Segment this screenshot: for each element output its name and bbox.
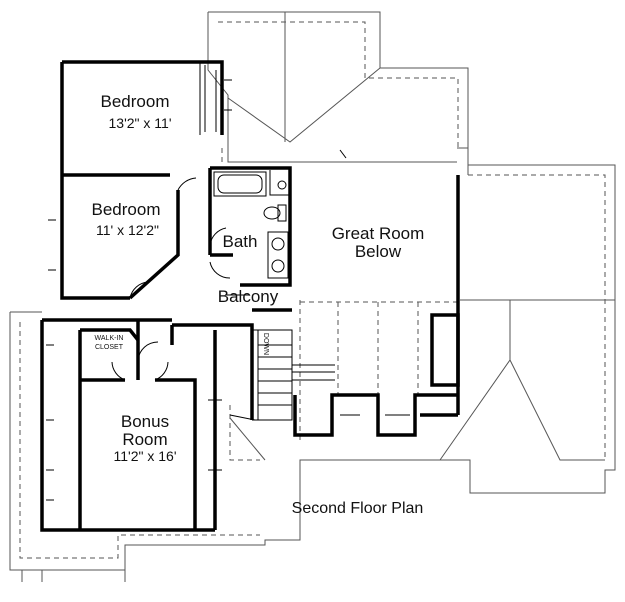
walls [40, 60, 460, 532]
bonus-room-label-line1: Bonus [120, 412, 170, 431]
fixtures [46, 62, 450, 501]
bedroom-1-size: 13'2" x 11' [108, 115, 172, 131]
great-room-label: Great Room [331, 224, 425, 243]
bedroom-2-label: Bedroom [91, 200, 161, 219]
bedroom-1-label: Bedroom [100, 92, 170, 111]
roof-outline [9, 11, 616, 582]
walk-in-closet-label-line1: WALK-IN [94, 335, 124, 342]
bath-label: Bath [222, 232, 258, 251]
walk-in-closet-label-line2: CLOSET [94, 344, 123, 351]
roof-dashed-lines [19, 21, 606, 559]
bonus-room-size: 11'2" x 16' [113, 448, 177, 464]
great-room-note: Below [354, 242, 402, 261]
bedroom-2-size: 11' x 12'2" [96, 222, 159, 238]
stairs-down-label: DOWN [262, 332, 269, 356]
balcony-label: Balcony [217, 287, 279, 306]
plan-title: Second Floor Plan [291, 500, 424, 517]
bonus-room-label-line2: Room [122, 430, 168, 449]
